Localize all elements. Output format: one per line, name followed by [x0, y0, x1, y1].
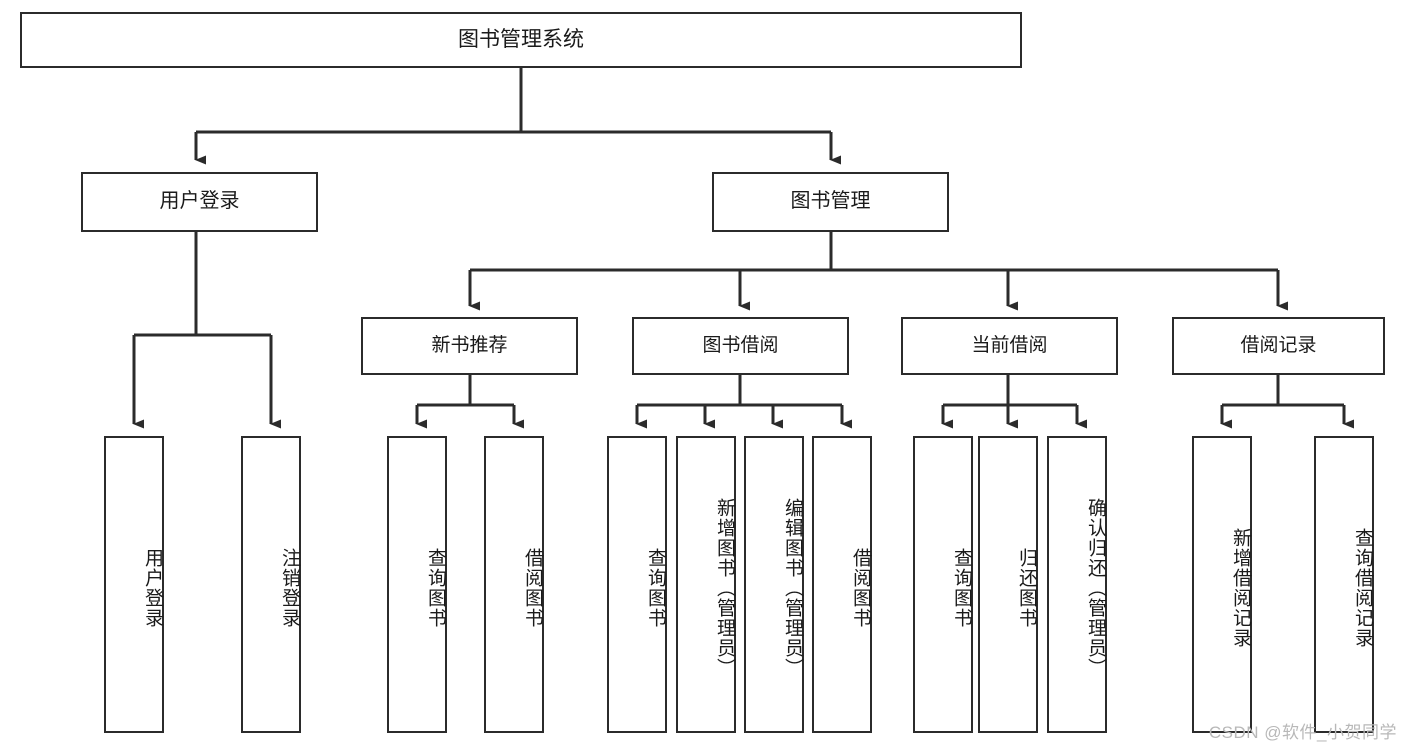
leaf-record-query-record-label: 查询借阅记录 — [1352, 527, 1373, 648]
leaf-newbook-borrow-book-label: 借阅图书 — [522, 547, 543, 628]
node-borrow-record-label: 借阅记录 — [1240, 334, 1317, 356]
leaf-newbook-query-book-label: 查询图书 — [425, 547, 446, 628]
leaf-borrow-query-book[interactable]: 查询图书 — [607, 436, 667, 733]
leaf-borrow-add-book-admin[interactable]: 新增图书（管理员） — [676, 436, 736, 733]
node-new-book-recommend[interactable]: 新书推荐 — [361, 317, 578, 375]
leaf-current-confirm-return-admin[interactable]: 确认归还（管理员） — [1047, 436, 1107, 733]
leaf-logout-login-label: 注销登录 — [279, 547, 300, 628]
leaf-record-add-record[interactable]: 新增借阅记录 — [1192, 436, 1252, 733]
leaf-borrow-edit-book-admin[interactable]: 编辑图书（管理员） — [744, 436, 804, 733]
node-root-system[interactable]: 图书管理系统 — [20, 12, 1022, 68]
node-book-borrow[interactable]: 图书借阅 — [632, 317, 849, 375]
node-root-label: 图书管理系统 — [458, 27, 584, 51]
node-current-borrow[interactable]: 当前借阅 — [901, 317, 1118, 375]
leaf-record-query-record[interactable]: 查询借阅记录 — [1314, 436, 1374, 733]
node-current-borrow-label: 当前借阅 — [971, 334, 1048, 356]
leaf-borrow-query-book-label: 查询图书 — [645, 547, 666, 628]
node-user-login[interactable]: 用户登录 — [81, 172, 318, 232]
node-book-manage-label: 图书管理 — [790, 190, 871, 213]
leaf-borrow-borrow-book[interactable]: 借阅图书 — [812, 436, 872, 733]
node-borrow-record[interactable]: 借阅记录 — [1172, 317, 1385, 375]
leaf-current-return-book[interactable]: 归还图书 — [978, 436, 1038, 733]
leaf-borrow-edit-book-admin-label: 编辑图书（管理员） — [782, 497, 803, 678]
node-book-borrow-label: 图书借阅 — [702, 334, 779, 356]
leaf-current-return-book-label: 归还图书 — [1016, 547, 1037, 628]
leaf-borrow-add-book-admin-label: 新增图书（管理员） — [714, 497, 735, 678]
watermark: CSDN @软件_小贺同学 — [1208, 723, 1397, 742]
leaf-borrow-borrow-book-label: 借阅图书 — [850, 547, 871, 628]
leaf-current-query-book-label: 查询图书 — [951, 547, 972, 628]
leaf-record-add-record-label: 新增借阅记录 — [1230, 527, 1251, 648]
node-book-manage[interactable]: 图书管理 — [712, 172, 949, 232]
leaf-newbook-query-book[interactable]: 查询图书 — [387, 436, 447, 733]
leaf-newbook-borrow-book[interactable]: 借阅图书 — [484, 436, 544, 733]
leaf-current-confirm-return-admin-label: 确认归还（管理员） — [1085, 497, 1106, 678]
leaf-user-login-label: 用户登录 — [142, 547, 163, 628]
leaf-user-login[interactable]: 用户登录 — [104, 436, 164, 733]
leaf-current-query-book[interactable]: 查询图书 — [913, 436, 973, 733]
node-user-login-label: 用户登录 — [159, 190, 240, 213]
node-new-book-recommend-label: 新书推荐 — [431, 334, 508, 356]
leaf-logout-login[interactable]: 注销登录 — [241, 436, 301, 733]
